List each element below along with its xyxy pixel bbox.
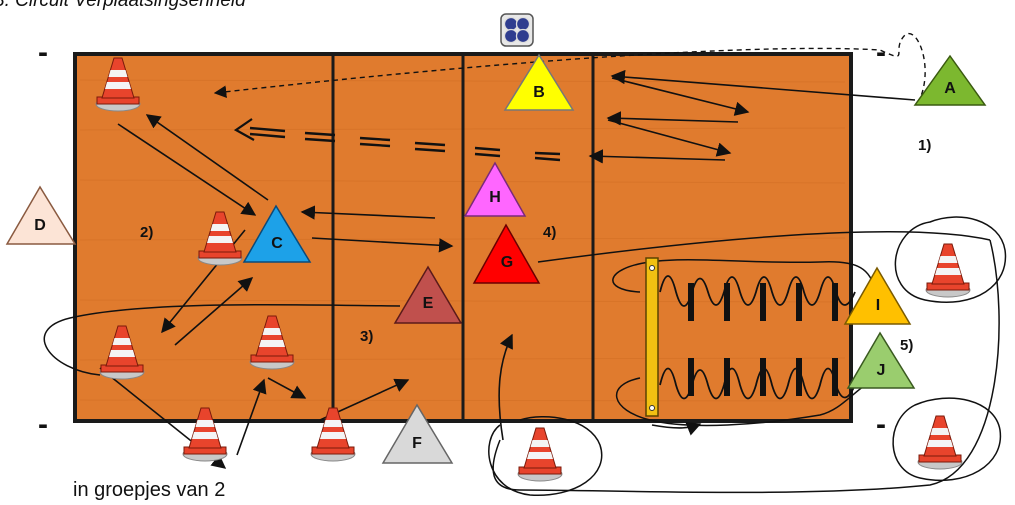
hurdle-icon [688, 358, 694, 396]
hurdle-icon [832, 283, 838, 321]
station-C: C [242, 204, 312, 263]
zone-label-1: 1) [918, 137, 931, 154]
station-label: E [423, 295, 434, 312]
loop-left-bottom [43, 303, 401, 376]
arrow [174, 277, 254, 346]
arrow [300, 205, 436, 220]
arrow [311, 237, 454, 253]
hurdle-icon [724, 283, 730, 321]
page-title: 3. Circuit Verplaatsingsenheid [0, 0, 246, 11]
marker-dash: - [38, 36, 48, 69]
arrow [267, 377, 307, 399]
hurdle-icon [688, 283, 694, 321]
station-label: A [944, 80, 956, 97]
arrow [117, 123, 257, 216]
loop-cone-right-bottom [892, 397, 1002, 482]
station-label: J [877, 362, 886, 379]
loop-paths [43, 216, 1007, 496]
hurdle-icon [796, 283, 802, 321]
arrow [498, 333, 513, 441]
arrow [607, 119, 732, 157]
hurdle-icon [832, 358, 838, 396]
station-label: C [271, 235, 283, 252]
marker-dash: - [38, 408, 48, 441]
cone-icon [517, 427, 563, 482]
loop-cone-bottom-center [488, 415, 603, 496]
marker-dash: - [876, 408, 886, 441]
loop-cone-right-top [894, 216, 1007, 303]
cone-icon [925, 243, 971, 298]
marker-dash: - [876, 36, 886, 69]
station-J: J [846, 331, 916, 389]
footer-note: in groepjes van 2 [73, 479, 226, 501]
station-H: H [463, 161, 527, 217]
hurdle-icon [760, 358, 766, 396]
pole-icon [645, 257, 659, 417]
station-label: H [489, 189, 501, 206]
arrow [611, 77, 750, 116]
hurdle-icon [760, 283, 766, 321]
ball-basket-icon [500, 13, 534, 47]
station-B: B [503, 53, 575, 111]
zone-label-2: 2) [140, 224, 153, 241]
station-label: G [501, 254, 513, 271]
station-A: A [913, 54, 987, 106]
loop-G-to-I [537, 231, 991, 263]
station-F: F [381, 403, 454, 464]
arrow [236, 378, 267, 456]
hurdle-icon [724, 358, 730, 396]
arrow [588, 149, 726, 164]
arrows [99, 69, 916, 469]
zone-label-4: 4) [543, 224, 556, 241]
station-I: I [843, 266, 912, 325]
double-dashed-run [233, 118, 561, 162]
station-label: D [34, 217, 46, 234]
hurdle-icon [796, 358, 802, 396]
loop-right-long [492, 239, 1000, 494]
station-G: G [472, 223, 541, 284]
station-D: D [5, 185, 77, 245]
loop-J-track [615, 377, 873, 427]
arrow [145, 114, 269, 201]
station-label: B [533, 84, 545, 101]
station-label: I [876, 297, 880, 314]
zone-label-5: 5) [900, 337, 913, 354]
loop-I-track [612, 258, 876, 293]
hurdles [688, 283, 838, 396]
arrow [651, 422, 702, 436]
pass-line-dashed [213, 32, 926, 104]
arrow [610, 69, 916, 101]
arrow [606, 111, 739, 126]
cone-icon [917, 415, 963, 470]
zone-label-3: 3) [360, 328, 373, 345]
station-E: E [393, 265, 463, 324]
station-label: F [412, 435, 422, 452]
